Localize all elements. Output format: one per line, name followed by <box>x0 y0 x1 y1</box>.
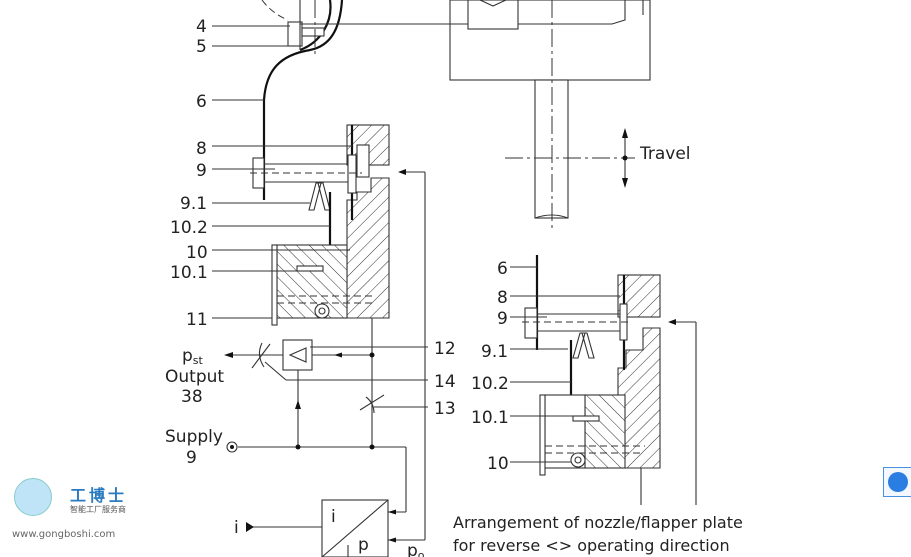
rev-label-10: 10 <box>487 454 509 474</box>
label-9: 9 <box>196 161 207 181</box>
output-label: Output <box>165 367 224 387</box>
label-14: 14 <box>434 372 456 392</box>
label-10-1: 10.1 <box>170 263 208 283</box>
label-11: 11 <box>186 310 208 330</box>
leader-lines <box>212 25 352 319</box>
rev-label-10-1: 10.1 <box>471 408 509 428</box>
label-10-2: 10.2 <box>170 218 208 238</box>
user-support-icon <box>888 472 908 492</box>
label-13: 13 <box>434 399 456 419</box>
rev-label-9: 9 <box>497 309 508 329</box>
watermark-tagline: 智能工厂服务商 <box>70 505 126 514</box>
label-9-1: 9.1 <box>180 194 207 214</box>
travel-label: Travel <box>639 144 691 164</box>
converter-i-label: i <box>331 507 336 527</box>
label-8: 8 <box>196 139 207 159</box>
rev-label-10-2: 10.2 <box>471 374 509 394</box>
amplifier-12 <box>282 339 313 371</box>
main-mechanism: Travel <box>170 0 691 540</box>
reverse-arrangement: 6 8 9 9.1 10.2 10.1 10 Arrangement of no… <box>453 255 743 555</box>
caption-line-1: Arrangement of nozzle/flapper plate <box>453 513 743 532</box>
user-support-button[interactable] <box>883 467 911 497</box>
supply-number: 9 <box>186 448 197 468</box>
converter-p-label: p <box>358 535 369 555</box>
pst-label: pst <box>182 346 204 367</box>
p0-label: po <box>407 541 425 557</box>
label-4: 4 <box>196 17 207 37</box>
supply-label: Supply <box>165 427 223 447</box>
rev-label-9-1: 9.1 <box>481 342 508 362</box>
label-5: 5 <box>196 37 207 57</box>
label-10: 10 <box>186 243 208 263</box>
watermark-url: www.gongboshi.com <box>12 529 116 540</box>
label-6: 6 <box>196 92 207 112</box>
i-input-label: i <box>234 518 239 538</box>
watermark-brand: 工博士 <box>70 486 128 505</box>
output-number: 38 <box>181 387 203 407</box>
label-12: 12 <box>434 339 456 359</box>
watermark-logo: 工博士 智能工厂服务商 www.gongboshi.com <box>8 474 138 546</box>
rev-label-8: 8 <box>497 288 508 308</box>
pneumatic-circuit: 12 14 13 pst Output 38 Supply 9 i i p po <box>165 330 456 557</box>
rev-label-6: 6 <box>497 259 508 279</box>
mascot-icon <box>14 478 52 516</box>
caption-line-2: for reverse <> operating direction <box>453 536 730 555</box>
